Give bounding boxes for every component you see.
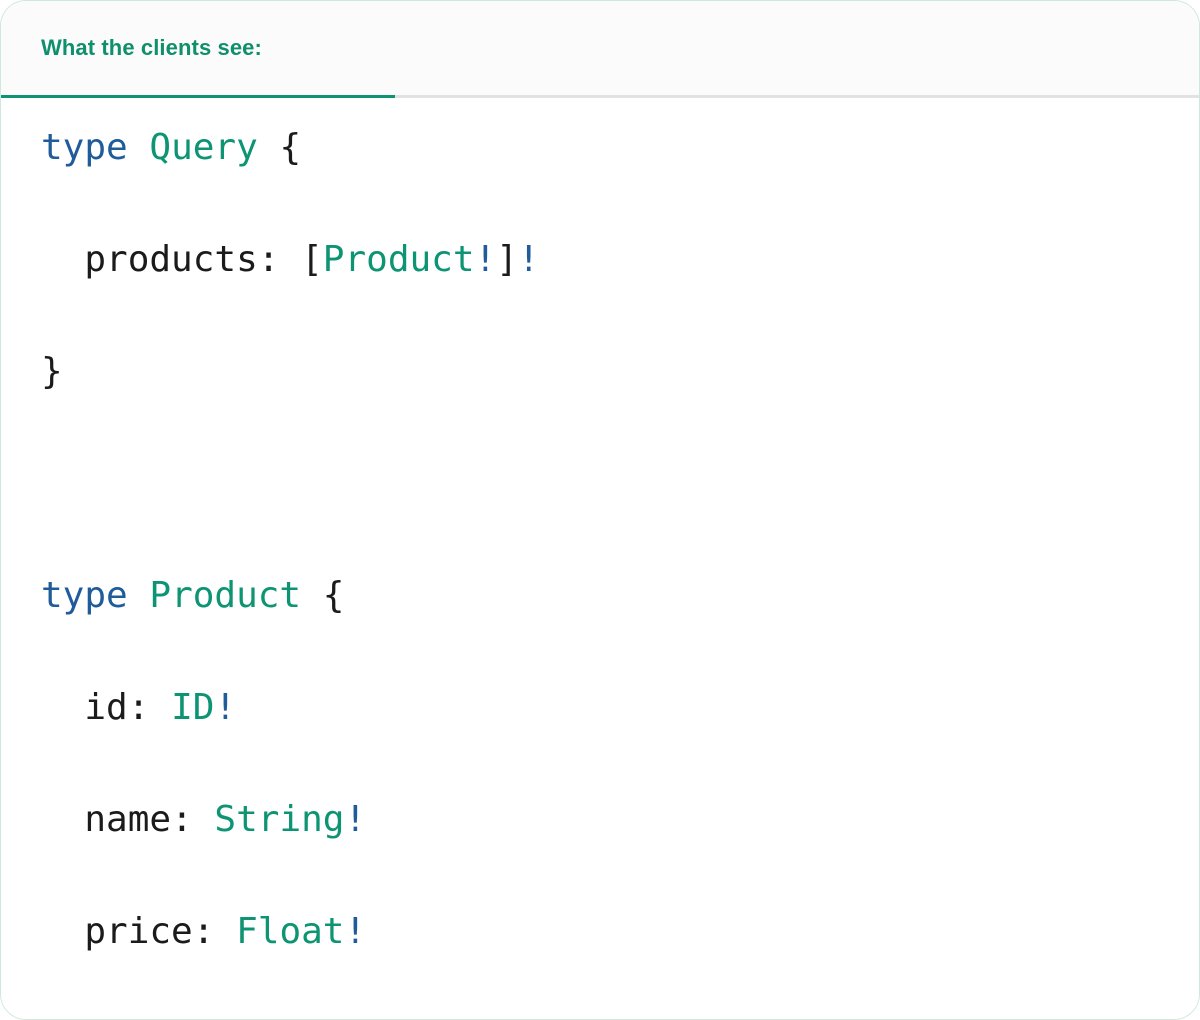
code-token: { (322, 575, 345, 616)
tab-label: What the clients see: (41, 35, 262, 60)
tab-strip: What the clients see: (1, 1, 1199, 98)
code-token (128, 575, 150, 616)
code-line: products: [Product!]! (41, 232, 1159, 288)
code-token: Query (149, 127, 258, 168)
code-line: reviews: [Review!]! (41, 1016, 1159, 1018)
code-token: String (214, 799, 345, 840)
code-token (258, 127, 280, 168)
code-token (301, 575, 323, 616)
code-token: name (84, 799, 172, 840)
code-token: Product (149, 575, 302, 616)
tab-what-the-clients-see[interactable]: What the clients see: (1, 1, 395, 98)
code-line: type Product { (41, 568, 1159, 624)
code-token: ! (474, 239, 497, 280)
code-token: Product (322, 239, 475, 280)
code-token: ! (214, 687, 237, 728)
code-token (128, 127, 150, 168)
code-token: : (171, 799, 215, 840)
code-token (41, 687, 84, 728)
code-line: id: ID! (41, 680, 1159, 736)
code-line: type Query { (41, 120, 1159, 176)
code-token (41, 239, 84, 280)
code-token: id (84, 687, 128, 728)
code-token: : (257, 239, 302, 280)
graphql-schema-code: type Query { products: [Product!]! } typ… (1, 120, 1199, 1018)
code-token: : (192, 911, 237, 952)
code-token (41, 911, 84, 952)
code-token: type (41, 575, 128, 616)
code-line (41, 456, 1159, 512)
code-token: ! (344, 911, 367, 952)
code-token (41, 799, 84, 840)
code-token: ! (344, 799, 367, 840)
code-line: name: String! (41, 792, 1159, 848)
code-token: ID (171, 687, 215, 728)
tab-strip-rule (1, 95, 1199, 98)
code-token: { (279, 127, 302, 168)
code-token: Float (236, 911, 345, 952)
code-line: } (41, 344, 1159, 400)
code-token: price (84, 911, 193, 952)
code-token: ! (517, 239, 540, 280)
code-token: } (41, 351, 63, 392)
code-token: type (41, 127, 128, 168)
code-panel: type Query { products: [Product!]! } typ… (1, 98, 1199, 1018)
code-token: ] (496, 239, 518, 280)
code-token: [ (301, 239, 323, 280)
code-token: : (127, 687, 172, 728)
code-line: price: Float! (41, 904, 1159, 960)
code-token: products (84, 239, 258, 280)
